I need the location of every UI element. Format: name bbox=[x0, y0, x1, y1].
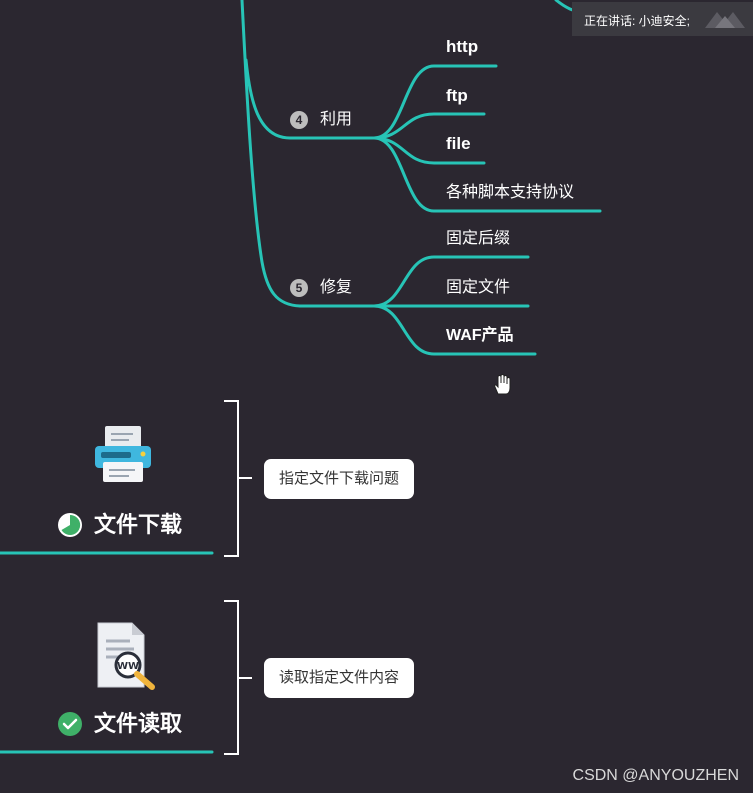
meeting-logo-icon bbox=[705, 12, 745, 28]
document-search-icon: WW bbox=[97, 622, 155, 690]
callout-read: 读取指定文件内容 bbox=[264, 658, 415, 698]
bracket-read bbox=[224, 600, 252, 755]
section-title-read: 文件读取 bbox=[94, 711, 183, 736]
branch-4-number-badge: 4 bbox=[290, 111, 308, 129]
branch-4-connector bbox=[244, 58, 376, 140]
trunk-connector bbox=[240, 0, 302, 308]
hand-cursor-icon bbox=[494, 374, 511, 395]
leaf-fixed-suffix: 固定后缀 bbox=[446, 230, 511, 247]
callout-download: 指定文件下载问题 bbox=[264, 459, 415, 499]
section-title-download: 文件下载 bbox=[94, 512, 183, 537]
leaf-fixed-file: 固定文件 bbox=[446, 279, 511, 296]
leaf-waf-connector bbox=[372, 304, 537, 356]
svg-text:WW: WW bbox=[117, 661, 139, 672]
leaf-suffix-connector bbox=[372, 255, 530, 308]
bracket-download bbox=[224, 400, 252, 557]
check-circle-icon bbox=[58, 712, 82, 736]
leaf-http: http bbox=[446, 37, 479, 56]
leaf-ftp-connector bbox=[372, 112, 486, 140]
leaf-waf-product: WAF产品 bbox=[446, 327, 514, 344]
speaker-label: 正在讲话: 小迪安全; bbox=[584, 14, 691, 28]
branch-4-label: 利用 bbox=[320, 111, 353, 128]
speaker-indicator: 正在讲话: 小迪安全; bbox=[572, 2, 753, 36]
leaf-scripts-connector bbox=[372, 136, 602, 213]
progress-circle-icon bbox=[58, 513, 82, 537]
branch-5-label: 修复 bbox=[320, 279, 353, 296]
branch-5-number-badge: 5 bbox=[290, 279, 308, 297]
watermark: CSDN @ANYOUZHEN bbox=[572, 767, 739, 784]
leaf-scripts: 各种脚本支持协议 bbox=[446, 184, 575, 201]
printer-icon bbox=[95, 426, 151, 482]
leaf-file: file bbox=[446, 134, 471, 153]
leaf-http-connector bbox=[372, 64, 498, 140]
leaf-ftp: ftp bbox=[446, 86, 468, 105]
